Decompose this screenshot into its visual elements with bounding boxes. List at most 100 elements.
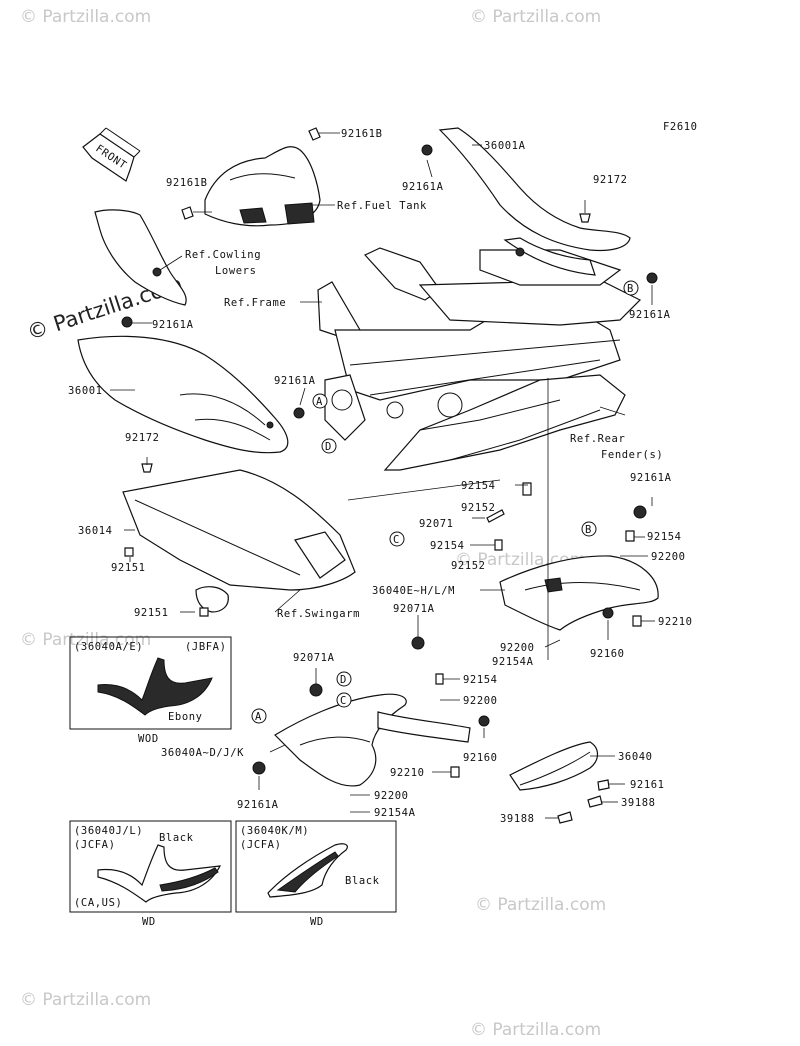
label-92071A: 92071A (393, 603, 435, 615)
label-92161A: 92161A (237, 799, 279, 811)
label-92172: 92172 (593, 174, 628, 186)
inset-36040A-E: (36040A/E) (JBFA) Ebony WOD (69, 636, 232, 745)
callout-labels: 92161B 92161B Ref.Fuel Tank 36001A 92161… (68, 128, 693, 825)
svg-text:D: D (340, 674, 347, 686)
grommet-92161A (421, 144, 433, 156)
ref-circle-A: A (251, 708, 267, 724)
label-92071: 92071 (419, 518, 454, 530)
label-92161: 92161 (630, 779, 665, 791)
ref-circle-C: C (389, 531, 405, 547)
screw-92172 (141, 463, 153, 473)
grommet-92161A (252, 761, 266, 775)
inset-36040K-M: (36040K/M) (JCFA) Black WD (235, 820, 397, 928)
label-39188: 39188 (500, 813, 535, 825)
svg-text:C: C (393, 534, 400, 546)
inset-caption: WOD (138, 733, 159, 745)
clip-92161 (597, 779, 610, 791)
label-36040E-H-L-M: 36040E~H/L/M (372, 585, 455, 597)
grommet (152, 267, 162, 277)
frame-ref (317, 247, 642, 441)
bolt-92151 (124, 547, 134, 557)
label-ref-cowling-lowers: Lowers (215, 265, 257, 277)
svg-text:B: B (585, 524, 592, 536)
clip-39188 (557, 811, 573, 824)
label-36040A-D-J-K: 36040A~D/J/K (161, 747, 244, 759)
bolt-92154 (494, 539, 503, 551)
label-92161B: 92161B (166, 177, 208, 189)
cowling-36040A (274, 693, 471, 787)
label-92161A: 92161A (630, 472, 672, 484)
watermark: © Partzilla.com (470, 7, 601, 27)
ref-circle-D: D (336, 671, 352, 687)
cowling-36040E (499, 555, 659, 631)
label-39188: 39188 (621, 797, 656, 809)
inset-color-label: Black (345, 875, 380, 887)
svg-text:A: A (316, 396, 323, 408)
bolt-92210 (632, 615, 642, 627)
label-92151: 92151 (134, 607, 169, 619)
fuel-tank-cover (204, 146, 321, 227)
inset-36040J-L: (36040J/L) (JCFA) Black (CA,US) WD (69, 820, 232, 928)
label-92154A: 92154A (492, 656, 534, 668)
label-92161A: 92161A (402, 181, 444, 193)
label-ref-rear-fenders: Fender(s) (601, 449, 663, 461)
inset-color-label: Ebony (168, 711, 203, 723)
rear-fender-ref (383, 374, 626, 471)
label-92200: 92200 (651, 551, 686, 563)
grommet-92160 (478, 715, 490, 727)
label-92154: 92154 (461, 480, 496, 492)
label-36014: 36014 (78, 525, 113, 537)
label-92154: 92154 (430, 540, 465, 552)
grommet-92161A (633, 505, 647, 519)
side-cover-36001A (438, 127, 631, 276)
label-ref-rear: Ref.Rear (570, 433, 625, 445)
bolt-92210 (450, 766, 460, 778)
watermark: © Partzilla.com (20, 7, 151, 27)
inset-color-label: Black (159, 832, 194, 844)
bolt-92154 (435, 673, 444, 685)
label-92160: 92160 (590, 648, 625, 660)
label-ref-swingarm: Ref.Swingarm (277, 608, 360, 620)
watermark: © Partzilla.com (470, 1020, 601, 1040)
label-92071A: 92071A (293, 652, 335, 664)
label-92161A: 92161A (274, 375, 316, 387)
label-36001A: 36001A (484, 140, 526, 152)
screw-92172 (579, 213, 591, 223)
clip-39188 (587, 795, 603, 808)
label-92154: 92154 (647, 531, 682, 543)
inset-code: (JCFA) (74, 839, 116, 851)
ref-circle-C: C (336, 692, 352, 708)
watermark: © Partzilla.com (20, 630, 151, 650)
label-92161A: 92161A (629, 309, 671, 321)
grommet-92161A (121, 316, 133, 328)
front-arrow-icon: FRONT (82, 127, 141, 182)
label-92151: 92151 (111, 562, 146, 574)
grommet-92071A (411, 636, 425, 650)
label-92154A: 92154A (374, 807, 416, 819)
inset-code: (JCFA) (240, 839, 282, 851)
label-ref-frame: Ref.Frame (224, 297, 286, 309)
label-92160: 92160 (463, 752, 498, 764)
label-92210: 92210 (390, 767, 425, 779)
bolt-92151 (199, 607, 209, 617)
label-92210: 92210 (658, 616, 693, 628)
clip-92071 (486, 509, 505, 523)
clip-92161B (181, 206, 194, 220)
label-92161A: 92161A (152, 319, 194, 331)
lower-cowl-36040 (509, 741, 599, 791)
chain-guard-36014 (122, 469, 356, 613)
inset-region: (CA,US) (74, 897, 122, 909)
watermark: © Partzilla.com (20, 990, 151, 1010)
svg-text:D: D (325, 441, 332, 453)
inset-caption: WD (142, 916, 156, 928)
inset-title: (36040J/L) (74, 825, 143, 837)
leader-lines (110, 132, 655, 819)
inset-code: (JBFA) (185, 641, 227, 653)
label-92200: 92200 (374, 790, 409, 802)
clip-92161B (308, 127, 321, 141)
label-36040: 36040 (618, 751, 653, 763)
inset-title: (36040A/E) (74, 641, 143, 653)
watermark: © Partzilla.com (475, 895, 606, 915)
label-92200: 92200 (500, 642, 535, 654)
